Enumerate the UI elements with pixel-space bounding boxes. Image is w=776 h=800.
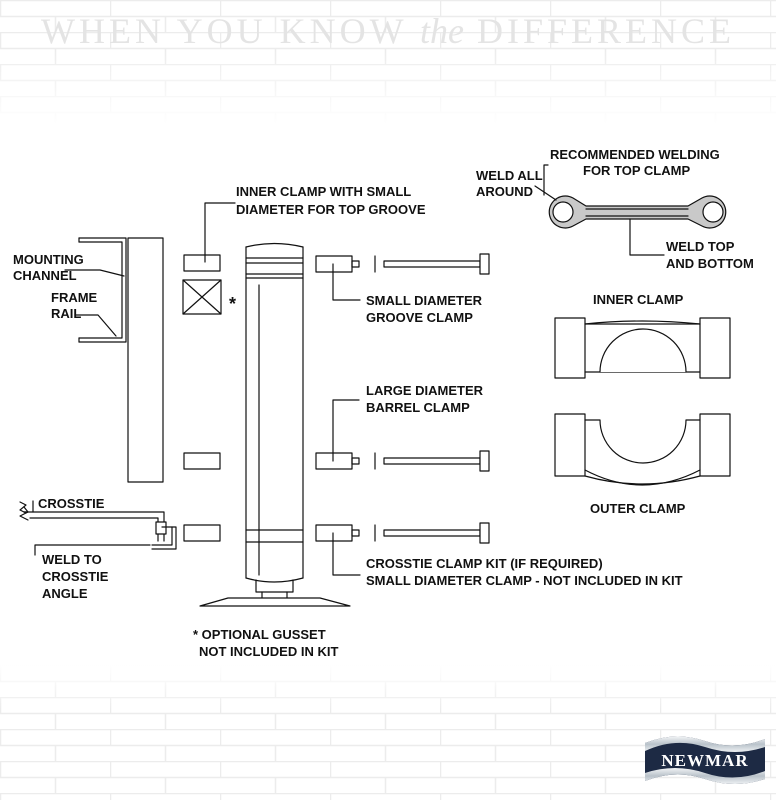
leader-inner-clamp-small: [204, 202, 236, 263]
label-inner-clamp-small-2: DIAMETER FOR TOP GROOVE: [236, 202, 426, 217]
label-small-groove-1: SMALL DIAMETER: [366, 293, 483, 308]
crosstie-clamp-drawing: [315, 522, 490, 544]
small-groove-clamp-drawing: [315, 253, 490, 275]
crosstie-drawing: [19, 501, 177, 550]
inner-clamp-middle-drawing: [183, 452, 221, 470]
leader-frame-rail: [74, 314, 117, 337]
inner-clamp-bottom-drawing: [183, 524, 221, 542]
label-crosstie-kit-2: SMALL DIAMETER CLAMP - NOT INCLUDED IN K…: [366, 573, 683, 588]
label-mounting-channel-1: MOUNTING: [13, 252, 84, 267]
label-weld-top-bottom-1: WELD TOP: [666, 239, 735, 254]
inner-clamp-drawing: [554, 317, 731, 379]
label-weld-crosstie-3: ANGLE: [42, 586, 88, 601]
label-small-groove-2: GROOVE CLAMP: [366, 310, 473, 325]
inner-clamp-top-drawing: [183, 254, 221, 272]
tagline-part-1: WHEN YOU KNOW: [41, 11, 420, 51]
label-weld-top-bottom-2: AND BOTTOM: [666, 256, 754, 271]
logo-text: NEWMAR: [661, 751, 748, 770]
brick-background-top: [0, 0, 776, 125]
outer-clamp-drawing: [554, 413, 731, 486]
frame-rail-drawing: [78, 237, 164, 483]
gusset-drawing: [182, 279, 222, 315]
label-weld-all-around-1: WELD ALL: [476, 168, 543, 183]
leader-recommended-welding: [543, 164, 549, 196]
label-inner-clamp: INNER CLAMP: [593, 292, 684, 307]
label-large-barrel-2: BARREL CLAMP: [366, 400, 470, 415]
tagline-the: the: [419, 11, 464, 51]
diagram-labels: INNER CLAMP WITH SMALL DIAMETER FOR TOP …: [13, 147, 754, 659]
label-weld-crosstie-1: WELD TO: [42, 552, 102, 567]
leader-weld-crosstie: [34, 544, 151, 556]
tagline: WHEN YOU KNOW the DIFFERENCE: [0, 10, 776, 52]
leader-weld-top-bottom: [629, 218, 665, 256]
label-weld-all-around-2: AROUND: [476, 184, 533, 199]
label-frame-rail-2: RAIL: [51, 306, 81, 321]
label-crosstie: CROSSTIE: [38, 496, 105, 511]
label-optional-gusset-2: NOT INCLUDED IN KIT: [199, 644, 338, 659]
label-crosstie-kit-1: CROSSTIE CLAMP KIT (IF REQUIRED): [366, 556, 603, 571]
top-clamp-weld-drawing: [548, 195, 727, 229]
leader-large-barrel: [332, 399, 360, 462]
label-gusset-star: *: [229, 294, 236, 314]
label-mounting-channel-2: CHANNEL: [13, 268, 77, 283]
label-recommended-welding-1: RECOMMENDED WELDING: [550, 147, 720, 162]
leader-crosstie-kit: [332, 532, 361, 576]
label-frame-rail-1: FRAME: [51, 290, 98, 305]
label-weld-crosstie-2: CROSSTIE: [42, 569, 109, 584]
label-inner-clamp-small-1: INNER CLAMP WITH SMALL: [236, 184, 411, 199]
leader-small-groove: [332, 263, 361, 301]
label-outer-clamp: OUTER CLAMP: [590, 501, 686, 516]
leader-weld-all-around: [534, 185, 557, 201]
tagline-part-3: DIFFERENCE: [463, 11, 735, 51]
jack-tube-drawing: [199, 242, 351, 607]
leader-mounting-channel: [64, 269, 125, 277]
newmar-logo: NEWMAR: [645, 736, 765, 784]
large-barrel-clamp-drawing: [315, 450, 490, 472]
label-large-barrel-1: LARGE DIAMETER: [366, 383, 484, 398]
label-optional-gusset-1: * OPTIONAL GUSSET: [193, 627, 326, 642]
label-recommended-welding-2: FOR TOP CLAMP: [583, 163, 690, 178]
